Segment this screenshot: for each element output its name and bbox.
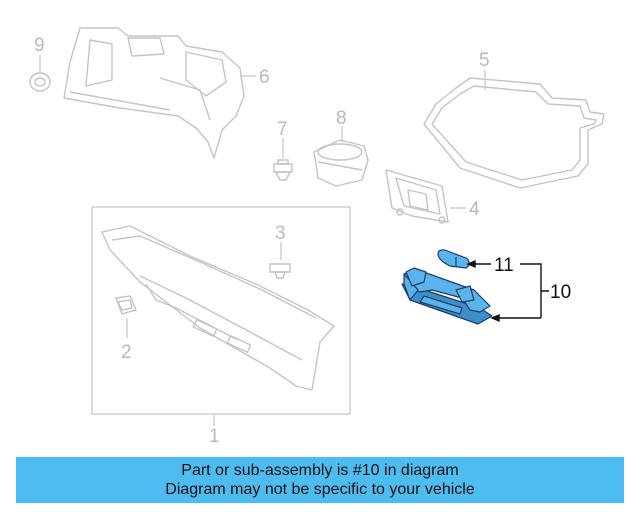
part-1-sill-trim — [91, 206, 351, 426]
part-7-clip — [273, 138, 293, 181]
callout-3: 3 — [275, 223, 286, 244]
parts-diagram: 9 6 5 7 8 4 3 2 1 11 10 — [29, 27, 605, 447]
callout-9: 9 — [34, 35, 45, 56]
callout-4: 4 — [469, 199, 480, 220]
part-11-bulb — [437, 249, 491, 269]
part-10-lamp-assembly — [401, 267, 541, 325]
part-9-grommet — [29, 55, 51, 92]
info-banner: Part or sub-assembly is #10 in diagram D… — [16, 457, 624, 503]
banner-line-part: Part or sub-assembly is #10 in diagram — [181, 462, 459, 479]
part-3-clip — [269, 242, 291, 279]
callout-10-bracket — [520, 263, 549, 318]
callout-7: 7 — [277, 119, 288, 140]
callout-2: 2 — [121, 342, 132, 363]
part-5-floor-mat — [423, 70, 605, 189]
part-4-bracket — [385, 169, 466, 224]
banner-line-disclaimer: Diagram may not be specific to your vehi… — [165, 481, 475, 498]
part-8-holder — [313, 126, 369, 187]
part-2-clip — [115, 295, 137, 338]
callout-11: 11 — [494, 255, 514, 276]
callout-1: 1 — [209, 426, 220, 447]
callout-8: 8 — [336, 108, 347, 129]
part-6-quarter-trim — [63, 27, 256, 159]
callout-10: 10 — [550, 282, 571, 303]
callout-6: 6 — [259, 67, 270, 88]
callout-5: 5 — [479, 50, 490, 71]
